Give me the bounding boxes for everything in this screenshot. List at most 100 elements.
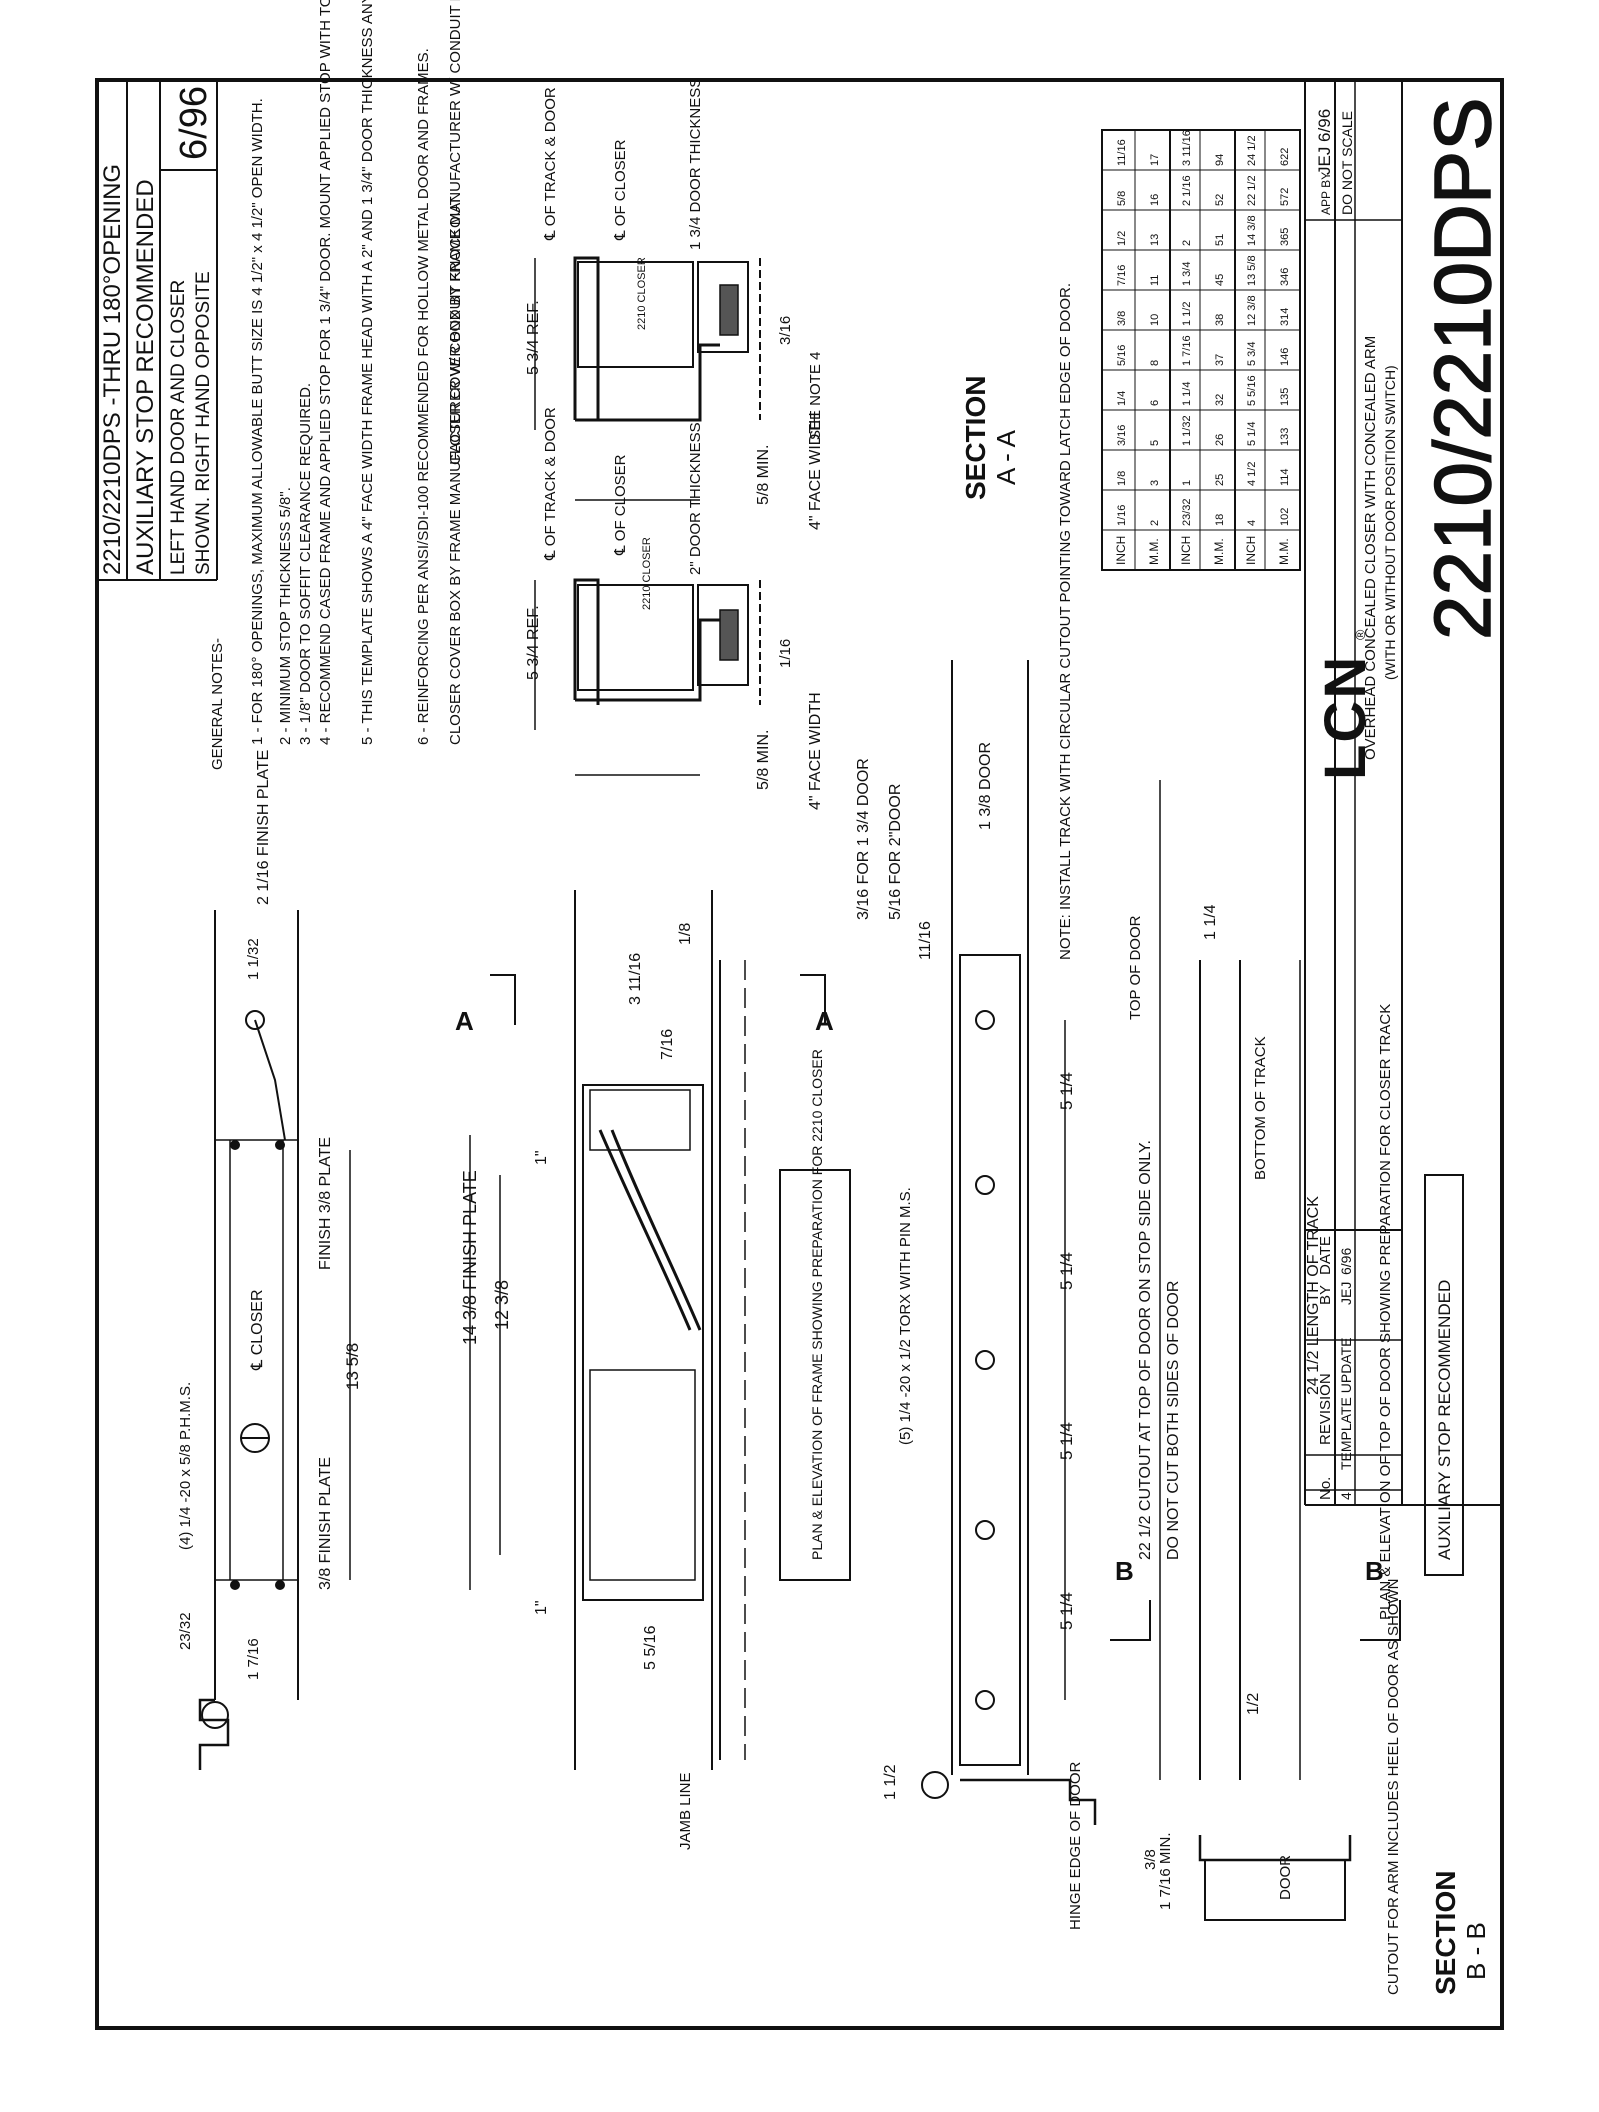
hinge-edge: HINGE EDGE OF DOOR <box>1067 1761 1084 1930</box>
table-cell: 133 <box>1279 428 1291 446</box>
rev-header-by: BY <box>1317 1285 1334 1305</box>
finish-plate-end: 2 1/16 FINISH PLATE <box>255 750 272 905</box>
table-cell: 12 3/8 <box>1246 295 1258 326</box>
section-bb-min: 1 7/16 MIN. <box>1157 1832 1174 1910</box>
table-cell: 51 <box>1214 234 1226 246</box>
table-cell: 365 <box>1279 228 1291 246</box>
dim-1-2: 1/2 <box>1245 1693 1262 1715</box>
table-cell: 1 1/2 <box>1181 302 1193 326</box>
bottom-of-track: BOTTOM OF TRACK <box>1252 1036 1269 1180</box>
table-cell: 146 <box>1279 348 1291 366</box>
closer-box-right <box>577 261 694 368</box>
table-cell: 102 <box>1279 508 1291 526</box>
spacing-4: 5 1/4 <box>1057 1592 1076 1630</box>
table-cell: 1/4 <box>1116 391 1128 406</box>
rev-header-revision: REVISION <box>1317 1373 1334 1445</box>
table-cell: 2 <box>1149 520 1161 526</box>
description-line1: OVERHEAD CONCEALED CLOSER WITH CONCEALED… <box>1362 336 1379 760</box>
table-cell: 314 <box>1279 308 1291 326</box>
track-right <box>697 261 749 353</box>
rev-row-date: 6/96 <box>1338 1248 1354 1275</box>
conversion-table: INCH1/161/83/161/45/163/87/161/25/811/16… <box>1101 129 1301 571</box>
table-row-label: M.M. <box>1147 538 1161 565</box>
note-2: 2 - MINIMUM STOP THICKNESS 5/8". <box>277 487 294 745</box>
spacing-2: 5 1/4 <box>1057 1252 1076 1290</box>
header-title-block: 2210/2210DPS -THRU 180°OPENING AUXILIARY… <box>97 80 218 581</box>
dim-12-3-8: 12 3/8 <box>492 1280 512 1330</box>
door-screws: (5) 1/4 -20 x 1/2 TORX WITH PIN M.S. <box>897 1187 914 1445</box>
track-door-cl-left: ℄ OF TRACK & DOOR <box>542 407 559 561</box>
table-cell: 25 <box>1214 474 1226 486</box>
dim-3-16: 3/16 <box>777 316 794 345</box>
dim-1-1-2: 1 1/2 <box>882 1764 899 1800</box>
door-elevation: 5 1/4 5 1/4 5 1/4 5 1/4 (5) 1/4 -20 x 1/… <box>855 283 1401 1825</box>
rev-row-revision: TEMPLATE UPDATE <box>1338 1337 1354 1470</box>
frame-plan-view: (4) 1/4 -20 x 5/8 P.H.M.S. ℄ CLOSER 3/8 … <box>177 750 362 1770</box>
app-by-value: JEJ 6/96 <box>1315 109 1334 175</box>
dim-7-16: 7/16 <box>659 1029 676 1060</box>
table-cell: 45 <box>1214 274 1226 286</box>
frame-closer-cl: ℄ CLOSER <box>249 1289 266 1371</box>
table-cell: 38 <box>1214 314 1226 326</box>
table-cell: 1 1/32 <box>1181 415 1193 446</box>
drawing-border <box>95 78 1504 2030</box>
table-cell: 1/8 <box>1116 471 1128 486</box>
table-cell: 3/16 <box>1116 425 1128 446</box>
closer-cl-right: ℄ OF CLOSER <box>612 139 629 241</box>
dim-3-11-16: 3 11/16 <box>627 953 644 1005</box>
section-a-left: A <box>455 1006 474 1036</box>
rev-header-date: DATE <box>1317 1236 1334 1275</box>
header-line2: AUXILIARY STOP RECOMMENDED <box>132 179 159 575</box>
closer-body <box>582 1084 704 1601</box>
table-cell: 11 <box>1149 275 1161 286</box>
section-bb: DOOR 1 7/16 MIN. 3/8 CUTOUT FOR ARM INCL… <box>1142 1579 1491 1995</box>
door-for-2: 5/16 FOR 2"DOOR <box>887 784 904 920</box>
table-cell: 7/16 <box>1116 265 1128 286</box>
face-width-left: 4" FACE WIDTH <box>807 692 824 810</box>
general-notes-heading: GENERAL NOTES- <box>209 638 226 770</box>
section-aa: 2210 CLOSER CLOSER COVER BOX BY FRAME MA… <box>447 0 1021 810</box>
closer-cl-left: ℄ OF CLOSER <box>612 454 629 556</box>
table-cell: 37 <box>1214 354 1226 366</box>
section-bb-cutout: CUTOUT FOR ARM INCLUDES HEEL OF DOOR AS … <box>1385 1579 1402 1995</box>
closer-label-left: 2210 CLOSER <box>641 537 653 610</box>
table-row-label: INCH <box>1179 536 1193 565</box>
door-dim: 1 3/8 DOOR <box>977 742 994 830</box>
table-cell: 8 <box>1149 360 1161 366</box>
table-cell: 22 1/2 <box>1246 175 1258 206</box>
dim-23-32: 23/32 <box>177 1612 194 1650</box>
table-cell: 32 <box>1214 394 1226 406</box>
table-cell: 4 <box>1246 520 1258 526</box>
spacing-3: 5 1/4 <box>1057 1422 1076 1460</box>
table-cell: 1/2 <box>1116 231 1128 246</box>
lcn-logo: LCN <box>1313 655 1378 780</box>
table-cell: 18 <box>1214 514 1226 526</box>
aux-stop-text: AUXILIARY STOP RECOMMENDED <box>1435 1280 1454 1560</box>
section-bb-door: DOOR <box>1277 1855 1294 1900</box>
see-note-4: SEE NOTE 4 <box>807 352 824 440</box>
table-cell: 94 <box>1214 154 1226 166</box>
model-number: 2210/2210DPS <box>1418 97 1507 640</box>
section-bb-title-2: B - B <box>1461 1922 1491 1980</box>
table-cell: 1 7/16 <box>1181 335 1193 366</box>
track-left <box>697 584 749 686</box>
dim-5-5-16: 5 5/16 <box>642 1625 659 1670</box>
table-cell: 13 5/8 <box>1246 255 1258 286</box>
cover-box-note-right: CLOSER COVER BOX BY FRAME MANUFACTURER W… <box>447 0 464 465</box>
table-cell: 572 <box>1279 188 1291 206</box>
dim-1-7-16: 1 7/16 <box>245 1638 262 1680</box>
note-6: 6 - REINFORCING PER ANSI/SDI-100 RECOMME… <box>415 48 432 745</box>
dim-1in-b: 1" <box>533 1600 550 1615</box>
cutout-note-1: 22 1/2 CUTOUT AT TOP OF DOOR ON STOP SID… <box>1137 1140 1154 1560</box>
table-cell: 5/8 <box>1116 191 1128 206</box>
rev-row-no: 4 <box>1338 1492 1354 1500</box>
table-cell: 3/8 <box>1116 311 1128 326</box>
table-cell: 3 11/16 <box>1181 130 1193 166</box>
rev-header-no: No. <box>1317 1477 1334 1500</box>
frame-screws: (4) 1/4 -20 x 5/8 P.H.M.S. <box>177 1382 194 1550</box>
track-screw-4 <box>975 1520 995 1540</box>
note-3: 3 - 1/8" DOOR TO SOFFIT CLEARANCE REQUIR… <box>297 383 314 745</box>
ref-dim-left: 5 3/4 REF. <box>525 605 542 680</box>
dim-13-5-8: 13 5/8 <box>343 1343 362 1390</box>
table-row-label: INCH <box>1244 536 1258 565</box>
